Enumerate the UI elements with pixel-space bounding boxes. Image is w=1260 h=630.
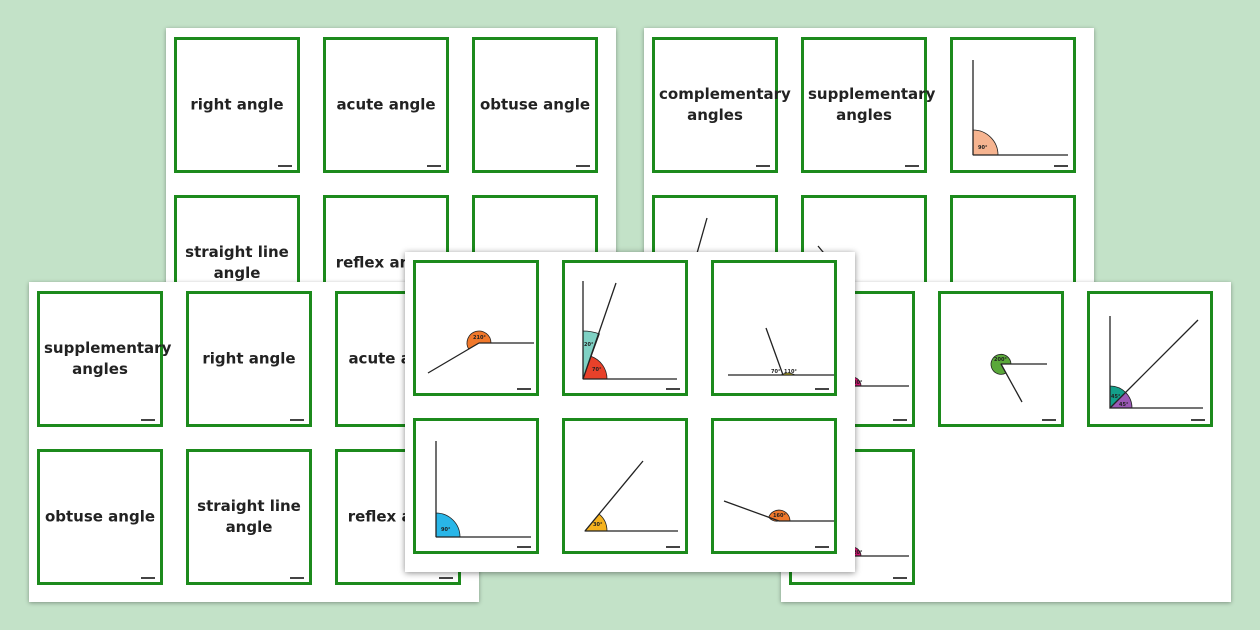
card-acute-angle: acute angle (323, 37, 449, 173)
card-footer-mark (141, 577, 155, 579)
card-reflex-210: 210° (413, 260, 539, 396)
reflex-angle-diagram: 210° (427, 330, 534, 374)
card-label: obtuse angle (479, 95, 591, 114)
angle-value: 20° (853, 550, 863, 556)
angle-value: 70° (592, 367, 602, 373)
card-footer-mark (141, 419, 155, 421)
card-complementary-angles: complementary angles (652, 37, 791, 173)
card-complementary-diagram: 20° 70° (562, 260, 688, 396)
card-split-45: 45° 45° (1087, 291, 1213, 427)
card-right-angle: right angle (186, 291, 312, 427)
card-footer-mark (815, 546, 829, 548)
card-footer-mark (756, 165, 770, 167)
card-footer-mark (517, 546, 531, 548)
card-label: complementary angles (659, 85, 791, 124)
worksheet-front: 210° 20° 70° 70° 110° (405, 252, 855, 572)
card-footer-mark (517, 388, 531, 390)
card-footer-mark (576, 165, 590, 167)
card-supplementary-angles: supplementary angles (801, 37, 936, 173)
card-label: right angle (202, 349, 296, 368)
supplementary-angle-diagram: 70° 110° (728, 327, 834, 376)
card-label: straight line angle (185, 243, 289, 282)
card-footer-mark (439, 577, 453, 579)
card-straight-line-angle: straight line angle (186, 449, 312, 585)
card-acute-diagram: 30° (562, 418, 688, 554)
card-label: supplementary angles (44, 339, 172, 378)
reflex-angle-diagram: 200° (990, 353, 1047, 403)
card-footer-mark (893, 419, 907, 421)
card-footer-mark (905, 165, 919, 167)
card-right-angle: right angle (174, 37, 300, 173)
card-footer-mark (815, 388, 829, 390)
worksheet-bottom-left: supplementary angles right angle acute a… (29, 282, 479, 602)
card-footer-mark (427, 165, 441, 167)
card-obtuse-angle: obtuse angle (37, 449, 163, 585)
angle-value: 210° (473, 335, 486, 341)
card-label: acute angle (336, 95, 436, 114)
angle-value: 30° (853, 380, 863, 386)
angle-value: 45° (1119, 402, 1129, 408)
card-footer-mark (666, 388, 680, 390)
angle-value: 90° (441, 527, 451, 533)
angle-value: 90° (978, 145, 988, 151)
angle-value: 45° (1111, 394, 1121, 400)
angle-value: 200° (994, 357, 1007, 363)
angle-value: 30° (593, 522, 603, 528)
right-angle-diagram: 90° (972, 60, 1068, 156)
card-blank (950, 195, 1076, 288)
obtuse-angle-diagram: 160° (723, 500, 834, 522)
card-footer-mark (1042, 419, 1056, 421)
card-footer-mark (893, 577, 907, 579)
angle-value: 70° (771, 369, 781, 375)
card-footer-mark (666, 546, 680, 548)
card-obtuse-angle: obtuse angle (472, 37, 598, 173)
angle-value: 20° (584, 342, 594, 348)
split-angle-diagram: 45° 45° (1109, 316, 1203, 409)
acute-angle-diagram: 30° (584, 460, 678, 532)
angle-value: 160° (773, 513, 786, 519)
card-footer-mark (290, 577, 304, 579)
card-label: supplementary angles (808, 85, 936, 124)
card-footer-mark (1191, 419, 1205, 421)
angle-value: 110° (784, 369, 797, 375)
complementary-angle-diagram: 20° 70° (582, 281, 677, 380)
card-supplementary-angles: supplementary angles (37, 291, 172, 427)
worksheet-top-left: right angle acute angle obtuse angle str… (166, 28, 616, 288)
worksheet-top-right: complementary angles supplementary angle… (644, 28, 1094, 288)
card-obtuse-diagram: 160° (711, 418, 837, 554)
card-footer-mark (290, 419, 304, 421)
right-angle-diagram: 90° (435, 441, 531, 538)
card-straight-line-angle: straight line angle (174, 195, 300, 288)
card-supplementary-diagram: 70° 110° (711, 260, 837, 396)
card-footer-mark (1054, 165, 1068, 167)
card-footer-mark (278, 165, 292, 167)
card-label: obtuse angle (44, 507, 156, 526)
card-label: right angle (190, 95, 284, 114)
card-right-angle-diagram: 90° (413, 418, 539, 554)
card-reflex-200: 200° (938, 291, 1064, 427)
card-right-angle-diagram: 90° (950, 37, 1076, 173)
card-label: straight line angle (197, 497, 301, 536)
